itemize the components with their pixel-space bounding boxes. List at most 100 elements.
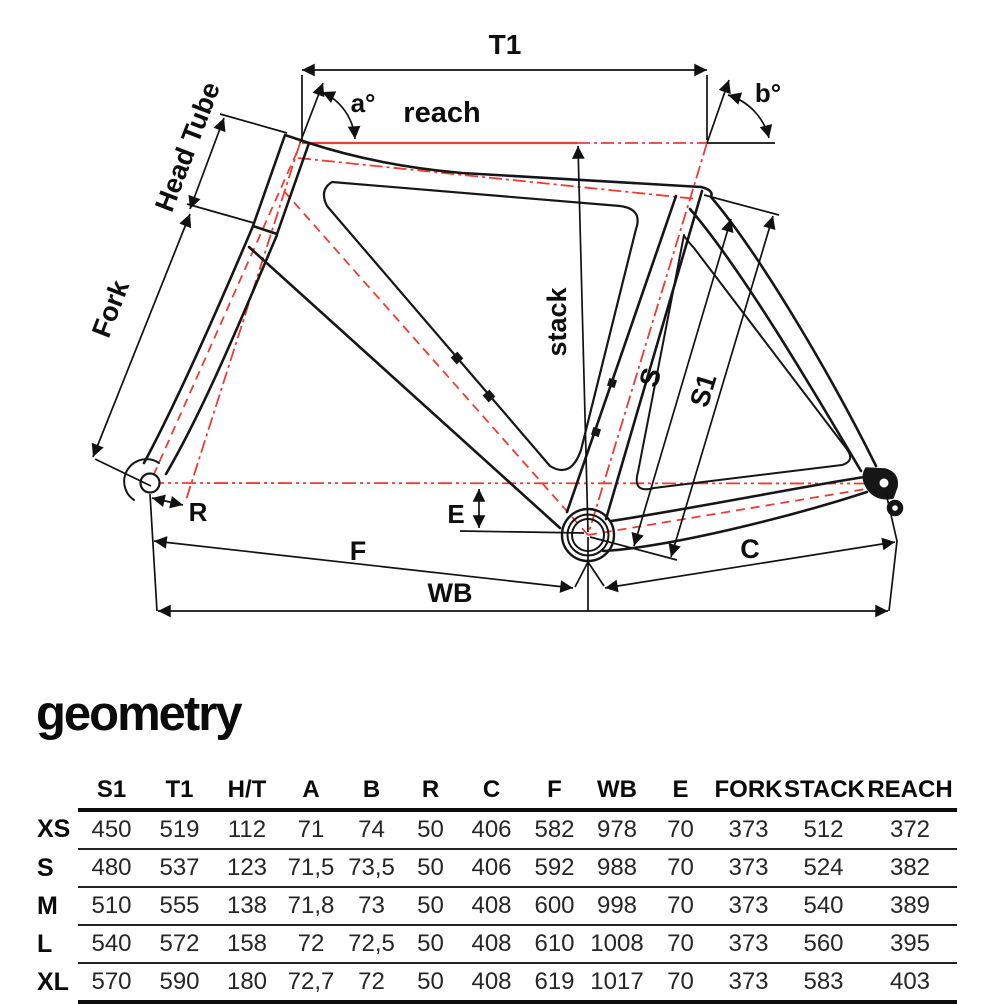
table-corner-cell [30, 772, 78, 810]
a-angle-ray [299, 82, 325, 144]
s1-dimension [668, 215, 776, 558]
table-cell: 998 [586, 887, 648, 926]
rear-axle [877, 476, 891, 490]
table-cell: 540 [78, 925, 145, 964]
steering-axis-line [185, 142, 301, 501]
s-extension-bottom [589, 536, 678, 561]
head-tube-label: Head Tube [149, 78, 226, 216]
headtube-extension-top [219, 113, 288, 134]
table-cell: 71,8 [280, 887, 342, 926]
f-label: F [350, 536, 367, 566]
f-dimension [153, 536, 574, 593]
table-cell: 70 [648, 810, 713, 850]
rear-extension [885, 492, 898, 612]
table-cell: 1008 [586, 925, 648, 964]
head-tube [251, 133, 311, 236]
table-cell: 73 [342, 887, 401, 926]
front-dropout-arc [123, 458, 160, 501]
table-cell: 372 [863, 810, 957, 850]
table-cell: 408 [460, 963, 523, 1004]
table-cell: 70 [648, 925, 713, 964]
frame-geometry-diagram: T1 a° reach b° Head Tube Fork stack S S1… [86, 29, 904, 618]
table-cell: 540 [784, 887, 863, 926]
t1-label: T1 [489, 29, 522, 60]
table-cell: 570 [78, 963, 145, 1004]
table-cell: 112 [214, 810, 280, 850]
table-cell: 373 [713, 887, 784, 926]
table-cell: 50 [401, 810, 460, 850]
table-cell: 978 [586, 810, 648, 850]
top-tube-upper-edge [307, 141, 703, 189]
table-cell: 72 [342, 963, 401, 1004]
column-header: F [523, 772, 586, 812]
column-header: T1 [145, 772, 214, 812]
table-header-row: S1 T1 H/T A B R C F WB E FORK STACK REAC… [30, 772, 957, 812]
r-label: R [189, 497, 208, 527]
c-label: C [740, 534, 760, 564]
down-tube-lower-edge [247, 245, 562, 530]
c-dimension [604, 537, 896, 593]
table-cell: 519 [145, 810, 214, 850]
headtube-dimension [188, 117, 226, 210]
table-cell: 450 [78, 810, 145, 850]
table-cell: 71,5 [280, 849, 342, 888]
table-cell: 74 [342, 810, 401, 850]
table-cell: 389 [863, 887, 957, 926]
table-cell: 373 [713, 963, 784, 1004]
s-label: S [633, 364, 667, 390]
reach-label: reach [403, 97, 480, 129]
table-cell: 988 [586, 849, 648, 888]
table-cell: 72,7 [280, 963, 342, 1004]
column-header: B [342, 772, 401, 812]
table-cell: 600 [523, 887, 586, 926]
column-header: R [401, 772, 460, 812]
table-cell: 537 [145, 849, 214, 888]
table-cell: 555 [145, 887, 214, 926]
front-extension [149, 493, 158, 612]
table-cell: 70 [648, 849, 713, 888]
bb-height-line [459, 530, 585, 534]
table-cell: 560 [784, 925, 863, 964]
table-cell: 373 [713, 810, 784, 850]
table-cell: 373 [713, 849, 784, 888]
bb-extension-spur-right [587, 561, 605, 587]
b-angle-ray [706, 79, 731, 144]
table-cell: 524 [784, 849, 863, 888]
table-cell: 72,5 [342, 925, 401, 964]
fork-outer-edge [142, 224, 255, 465]
a-angle-label: a° [351, 88, 376, 118]
dimension-lines [91, 63, 898, 618]
table-cell: 50 [401, 849, 460, 888]
table-cell: 408 [460, 925, 523, 964]
seattube-axis-line [587, 142, 708, 536]
table-cell: 382 [863, 849, 957, 888]
axle-horizontal-line [149, 482, 890, 485]
column-header: E [648, 772, 713, 812]
table-cell: 512 [784, 810, 863, 850]
column-header: C [460, 772, 523, 812]
table-cell: 1017 [586, 963, 648, 1004]
size-label: XS [37, 815, 71, 843]
table-cell: 408 [460, 887, 523, 926]
fork-inner-edge [164, 233, 279, 476]
toptube-axis-line [297, 157, 698, 200]
page-title: geometry [36, 687, 243, 741]
column-header: S1 [78, 772, 145, 812]
size-label: M [37, 891, 58, 920]
stack-dimension [571, 145, 589, 533]
s-extension-top [703, 194, 780, 216]
size-label: XL [37, 968, 69, 996]
front-axle [139, 472, 161, 494]
table-cell: 180 [214, 963, 280, 1004]
table-cell: 403 [863, 963, 957, 1004]
column-header: FORK [713, 772, 784, 812]
table-cell: 50 [401, 887, 460, 926]
table-cell: 406 [460, 810, 523, 850]
table-cell: 572 [145, 925, 214, 964]
table-cell: 582 [523, 810, 586, 850]
table-cell: 590 [145, 963, 214, 1004]
table-cell: 395 [863, 925, 957, 964]
